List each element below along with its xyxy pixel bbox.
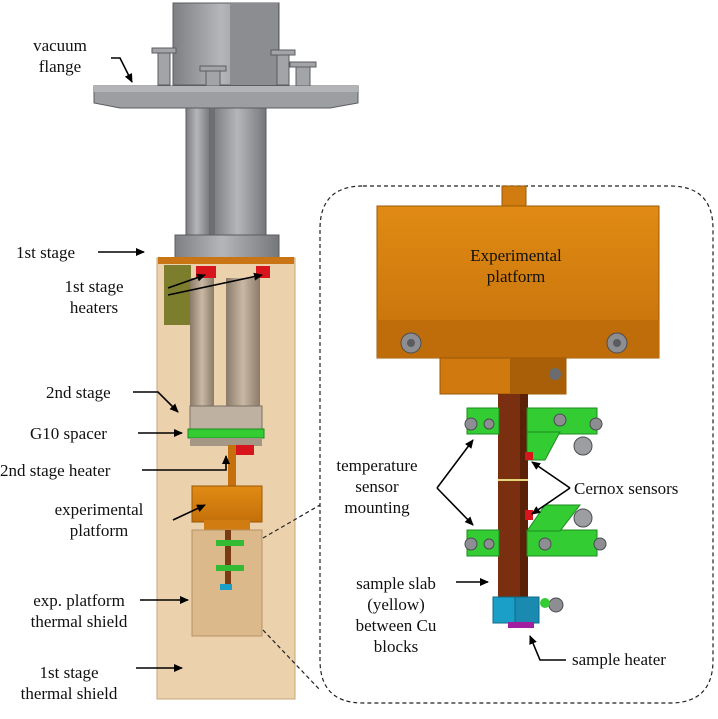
label-experimental-platform-line1: experimental [54,500,144,519]
second-stage-heater [228,445,254,489]
label-arrows [98,57,571,672]
label-temperature-sensor-mounting: temperature sensor mounting [322,455,432,518]
label-g10-spacer: G10 spacer [30,424,107,443]
label-sample-slab-line3: between Cu [355,616,437,635]
vacuum-flange [93,85,359,109]
label-first-stage-thermal-shield: 1st stage thermal shield [4,662,134,704]
support-rods [190,278,260,408]
label-inset-platform-line2: platform [486,267,546,286]
flange-top-box [172,2,280,86]
vacuum-pipes [185,107,267,237]
label-second-stage: 2nd stage [46,383,111,402]
label-temperature-sensor-mounting-line3: mounting [344,498,410,517]
label-exp-platform-thermal-shield-line2: thermal shield [30,612,128,631]
inset-cu-blocks [492,596,564,628]
inset-frame [262,185,714,704]
inset-lower-block [439,357,567,395]
label-vacuum-flange-line1: vacuum [33,36,87,55]
label-inset-platform-line1: Experimental [470,246,562,265]
inset-experimental-platform [376,205,660,359]
label-vacuum-flange: vacuum flange [20,35,100,77]
label-sample-heater: sample heater [572,650,666,669]
label-first-stage-heaters-line2: heaters [69,298,119,317]
second-stage [187,405,265,446]
label-temperature-sensor-mounting-line2: sensor [355,477,399,496]
inset-top-rod [501,185,527,209]
label-inset-platform: Experimental platform [446,245,586,287]
label-experimental-platform-line2: platform [69,521,129,540]
label-experimental-platform: experimental platform [24,499,174,541]
small-sensor-stack [216,530,244,590]
label-sample-slab-line1: sample slab [356,574,436,593]
label-first-stage-heaters: 1st stage heaters [44,276,144,318]
g10-spacer [187,428,265,439]
label-sample-slab-line2: (yellow) [367,595,425,614]
label-temperature-sensor-mounting-line1: temperature [336,456,418,475]
label-vacuum-flange-line2: flange [38,57,82,76]
label-first-stage-thermal-shield-line2: thermal shield [20,684,118,703]
label-cernox-sensors: Cernox sensors [574,479,679,498]
label-first-stage-heaters-line1: 1st stage [64,277,124,296]
label-sample-slab-line4: blocks [373,637,419,656]
upper-sensor-mount [464,407,603,461]
first-stage-block [158,234,294,264]
label-exp-platform-thermal-shield: exp. platform thermal shield [14,590,144,632]
label-second-stage-heater: 2nd stage heater [0,461,111,480]
flange-bolts [151,47,317,89]
label-first-stage: 1st stage [16,243,76,262]
label-exp-platform-thermal-shield-line1: exp. platform [33,591,125,610]
label-sample-slab: sample slab (yellow) between Cu blocks [336,573,456,657]
lower-sensor-mount [464,504,607,557]
label-first-stage-thermal-shield-line1: 1st stage [39,663,99,682]
